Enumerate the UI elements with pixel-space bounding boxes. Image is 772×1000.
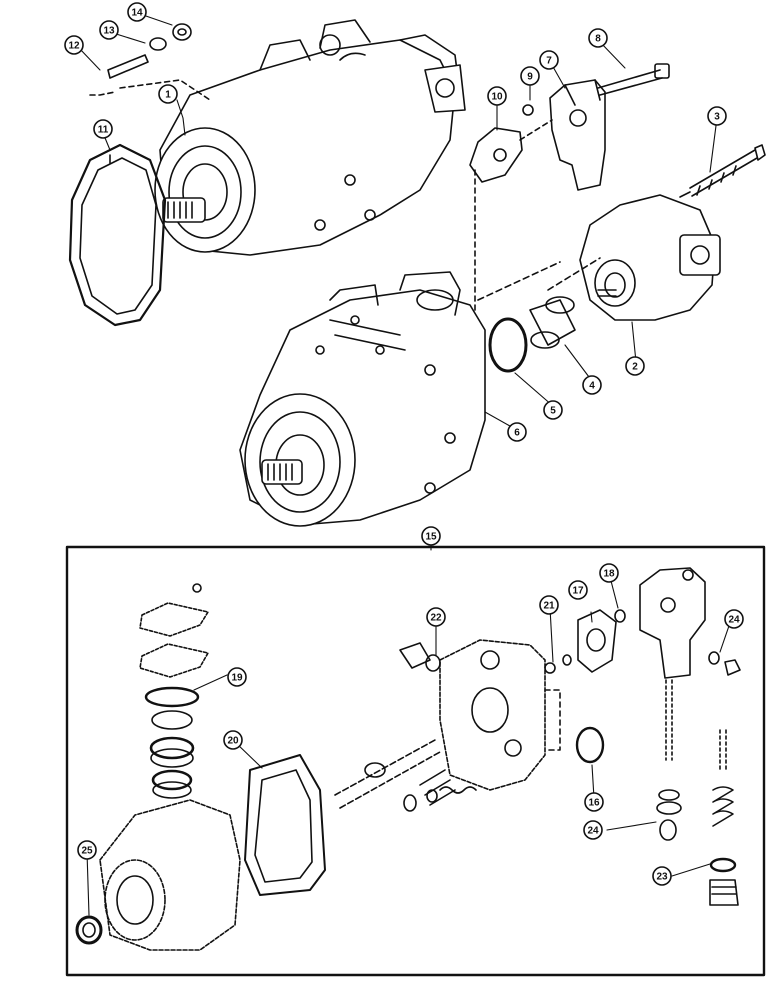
- callout-19: 19: [227, 667, 247, 687]
- relief-valve-kit: [639, 567, 741, 906]
- callout-15: 15: [421, 526, 441, 546]
- callout-18: 18: [599, 563, 619, 583]
- small-seals-16-18-21: [544, 609, 626, 764]
- callout-labels: 1234567891011121314151617181920212223242…: [64, 2, 744, 886]
- callout-2: 2: [625, 356, 645, 376]
- valve-housing: [399, 639, 561, 791]
- callout-13: 13: [99, 20, 119, 40]
- callout-number: 13: [103, 26, 115, 37]
- callout-24: 24: [583, 820, 603, 840]
- callout-16: 16: [584, 792, 604, 812]
- callout-number: 23: [656, 872, 668, 883]
- valve-body-7: [469, 63, 670, 331]
- callout-9: 9: [520, 66, 540, 86]
- callout-number: 20: [227, 736, 239, 747]
- coupling-4: [529, 296, 576, 349]
- callout-17: 17: [568, 580, 588, 600]
- callout-number: 11: [98, 125, 109, 136]
- callout-number: 16: [588, 798, 600, 809]
- callout-14: 14: [127, 2, 147, 22]
- callout-21: 21: [539, 595, 559, 615]
- callout-number: 10: [491, 92, 503, 103]
- pump-body-kit: [75, 799, 241, 951]
- callout-11: 11: [93, 119, 113, 139]
- callout-number: 25: [81, 846, 93, 857]
- seal-kit-box: [65, 545, 766, 977]
- gasket-11: [68, 143, 167, 327]
- callout-12: 12: [64, 35, 84, 55]
- pump-assembly-lower: [239, 271, 486, 527]
- callout-number: 14: [131, 8, 143, 19]
- callout-number: 24: [587, 826, 599, 837]
- callout-number: 24: [728, 615, 740, 626]
- callout-20: 20: [223, 730, 243, 750]
- callout-4: 4: [582, 375, 602, 395]
- callout-number: 7: [546, 56, 552, 67]
- callout-8: 8: [588, 28, 608, 48]
- callout-25: 25: [77, 840, 97, 860]
- gasket-20: [244, 754, 326, 896]
- callout-number: 18: [603, 569, 615, 580]
- callout-6: 6: [507, 422, 527, 442]
- small-parts-12-14: [89, 23, 211, 101]
- o-ring-5: [488, 317, 528, 373]
- callout-5: 5: [543, 400, 563, 420]
- callout-number: 12: [68, 41, 80, 52]
- callout-number: 8: [595, 34, 601, 45]
- callout-number: 4: [589, 381, 595, 392]
- callout-23: 23: [652, 866, 672, 886]
- callout-7: 7: [539, 50, 559, 70]
- callout-number: 15: [425, 532, 437, 543]
- callout-24: 24: [724, 609, 744, 629]
- callout-number: 19: [231, 673, 243, 684]
- gear-pump-2: [477, 144, 766, 321]
- callout-number: 2: [632, 362, 638, 373]
- callout-3: 3: [707, 106, 727, 126]
- seal-stack-19: [139, 583, 209, 799]
- pump-assembly-upper: [154, 19, 466, 256]
- callout-number: 17: [572, 586, 584, 597]
- callout-number: 9: [527, 72, 533, 83]
- callout-number: 21: [543, 601, 555, 612]
- callout-number: 6: [514, 428, 520, 439]
- callout-number: 5: [550, 406, 556, 417]
- spool-assembly: [334, 739, 477, 812]
- callout-number: 3: [714, 112, 720, 123]
- callout-number: 22: [430, 613, 442, 624]
- callout-1: 1: [158, 84, 178, 104]
- callout-10: 10: [487, 86, 507, 106]
- callout-number: 1: [165, 90, 171, 101]
- callout-22: 22: [426, 607, 446, 627]
